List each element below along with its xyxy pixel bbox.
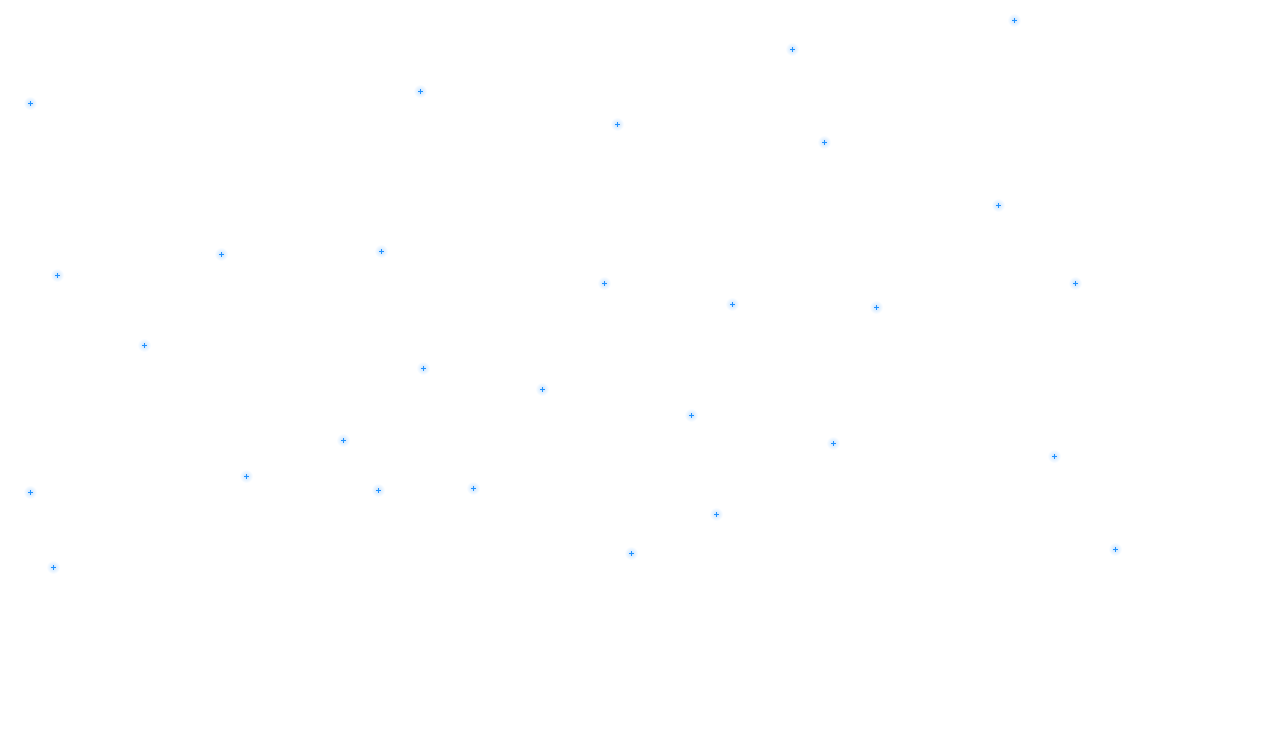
particle-plus-icon (1008, 14, 1021, 27)
particle-plus-icon (598, 277, 611, 290)
particle-plus-icon (726, 298, 739, 311)
particle-plus-icon (414, 85, 427, 98)
particle-plus-icon (138, 339, 151, 352)
particle-plus-icon (818, 136, 831, 149)
particle-plus-icon (337, 434, 350, 447)
particle-plus-icon (417, 362, 430, 375)
particle-plus-icon (372, 484, 385, 497)
particle-plus-icon (786, 43, 799, 56)
particle-plus-icon (536, 383, 549, 396)
particle-plus-icon (710, 508, 723, 521)
particle-plus-icon (375, 245, 388, 258)
particle-plus-icon (870, 301, 883, 314)
particle-plus-icon (467, 482, 480, 495)
particle-plus-icon (625, 547, 638, 560)
particle-plus-icon (827, 437, 840, 450)
particle-plus-icon (1069, 277, 1082, 290)
particle-plus-icon (611, 118, 624, 131)
particle-plus-icon (24, 97, 37, 110)
particle-plus-icon (51, 269, 64, 282)
particle-plus-icon (24, 486, 37, 499)
particle-plus-icon (47, 561, 60, 574)
particle-plus-icon (685, 409, 698, 422)
particle-plus-icon (1048, 450, 1061, 463)
particle-plus-icon (1109, 543, 1122, 556)
particle-plus-icon (240, 470, 253, 483)
particle-plus-icon (215, 248, 228, 261)
particle-plus-icon (992, 199, 1005, 212)
